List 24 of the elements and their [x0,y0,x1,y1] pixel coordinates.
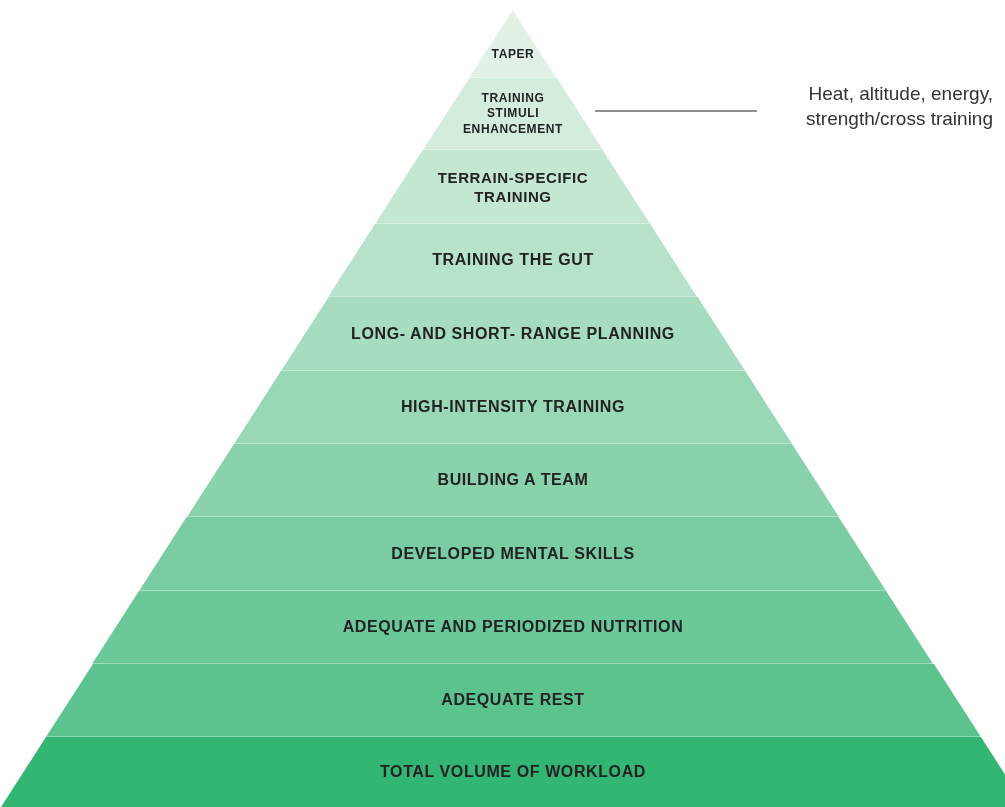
tier-label: TERRAIN-SPECIFIC TRAINING [436,167,590,207]
tier-label: DEVELOPED MENTAL SKILLS [391,543,635,564]
pyramid-tier [92,591,934,664]
tier-label: ADEQUATE REST [441,690,585,711]
leader-line [594,110,758,112]
pyramid-tier [469,10,557,78]
tier-label: BUILDING A TEAM [437,470,589,491]
annotation-text: Heat, altitude, energy, strength/cross training [805,82,993,131]
tier-label: TRAINING THE GUT [432,250,594,271]
pyramid-tier [422,78,603,150]
pyramid-tier [45,664,981,737]
pyramid-tier [375,150,651,224]
pyramid-tier [328,224,698,297]
pyramid-tier [233,371,793,444]
tier-label: ADEQUATE AND PERIODIZED NUTRITION [342,617,684,638]
tier-label: LONG- AND SHORT- RANGE PLANNING [351,323,675,344]
tier-label: HIGH-INTENSITY TRAINING [400,397,626,418]
tier-label: TOTAL VOLUME OF WORKLOAD [380,761,646,782]
pyramid-tier [139,517,887,591]
tier-label: TAPER [491,47,535,63]
pyramid-tier [187,444,839,517]
pyramid-tier [280,297,746,371]
tier-label: TRAINING STIMULI ENHANCEMENT [462,90,564,138]
pyramid-tier [0,737,1005,807]
